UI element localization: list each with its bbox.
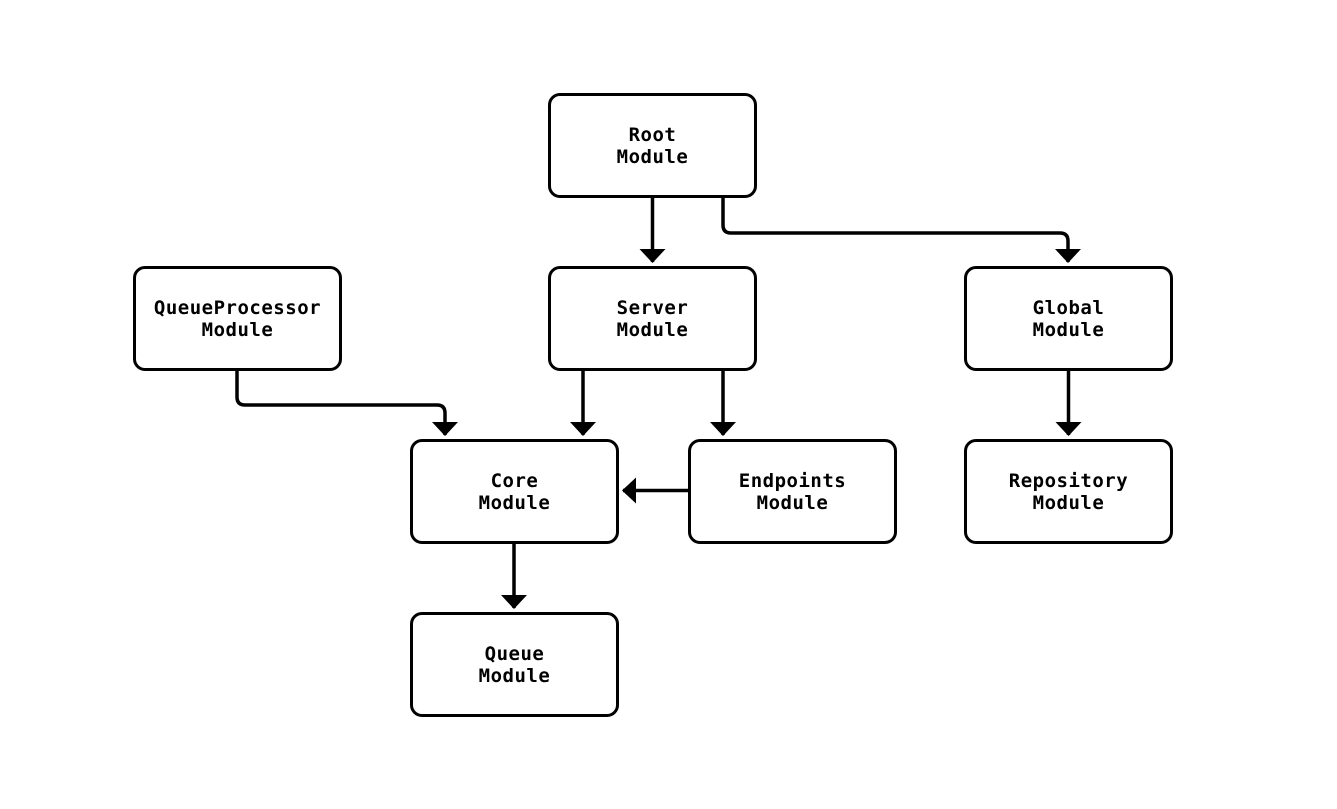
edge-root-to-global bbox=[721, 198, 1081, 263]
node-repository-module-label: Repository Module bbox=[1008, 469, 1129, 514]
node-queue-module: Queue Module bbox=[410, 612, 619, 717]
node-core-module-label: Core Module bbox=[478, 469, 551, 514]
node-repository-module: Repository Module bbox=[964, 439, 1173, 544]
node-root-module: Root Module bbox=[548, 93, 757, 198]
node-queueprocessor-module: QueueProcessor Module bbox=[133, 266, 342, 371]
node-root-module-label: Root Module bbox=[616, 123, 689, 168]
node-queue-module-label: Queue Module bbox=[478, 642, 551, 687]
node-server-module: Server Module bbox=[548, 266, 757, 371]
node-global-module-label: Global Module bbox=[1032, 296, 1105, 341]
node-endpoints-module: Endpoints Module bbox=[688, 439, 897, 544]
node-endpoints-module-label: Endpoints Module bbox=[738, 469, 847, 514]
node-global-module: Global Module bbox=[964, 266, 1173, 371]
node-core-module: Core Module bbox=[410, 439, 619, 544]
edge-queueprocessor-to-core bbox=[235, 371, 458, 436]
node-server-module-label: Server Module bbox=[616, 296, 689, 341]
node-queueprocessor-module-label: QueueProcessor Module bbox=[153, 296, 322, 341]
